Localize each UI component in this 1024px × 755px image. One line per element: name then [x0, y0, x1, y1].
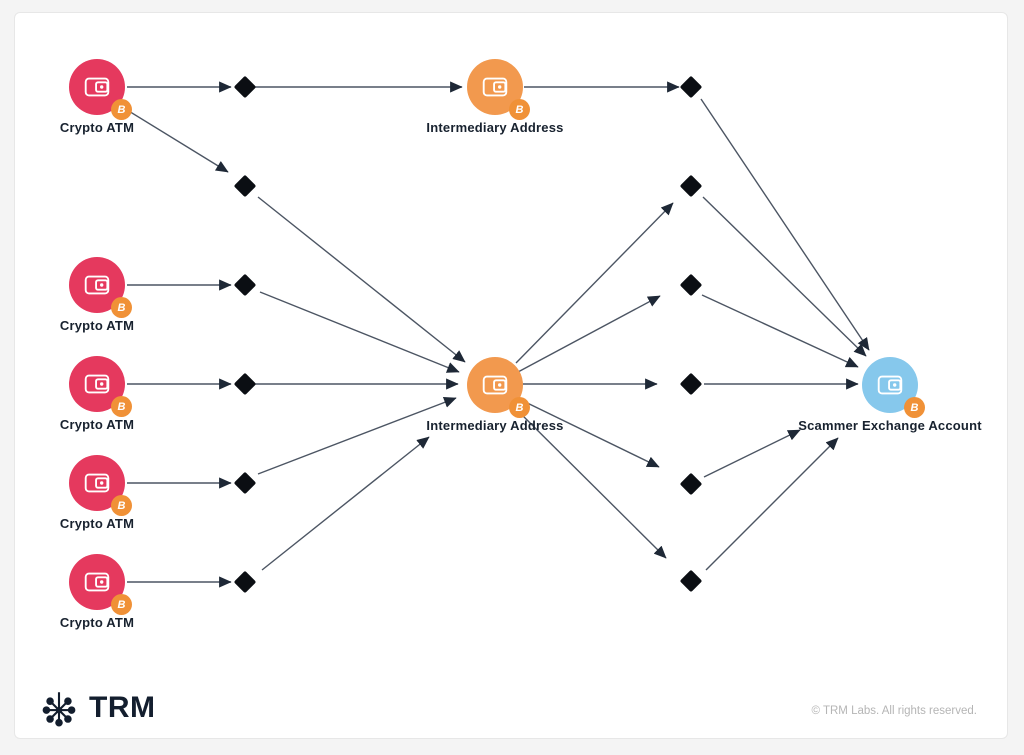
flow-edge	[261, 436, 430, 571]
bitcoin-badge: B	[111, 99, 132, 120]
bitcoin-badge: B	[111, 297, 132, 318]
crypto-atm-node[interactable]: B	[69, 554, 132, 615]
wallet-icon	[84, 374, 110, 394]
bitcoin-badge: B	[111, 396, 132, 417]
node-label: Crypto ATM	[59, 417, 135, 432]
bitcoin-badge: B	[904, 397, 925, 418]
wallet-icon	[84, 77, 110, 97]
trm-logo: TRM	[38, 687, 155, 729]
flow-edge	[259, 291, 460, 373]
wallet-icon	[482, 77, 508, 97]
flow-edge	[700, 98, 870, 351]
wallet-icon	[84, 572, 110, 592]
node-label: Scammer Exchange Account	[798, 418, 982, 433]
transaction-node[interactable]	[679, 372, 703, 396]
exchange-node[interactable]: B	[862, 357, 925, 418]
trm-logo-text: TRM	[89, 691, 156, 724]
transaction-node[interactable]	[233, 471, 257, 495]
flow-edge	[516, 397, 660, 468]
crypto-atm-node[interactable]: B	[69, 356, 132, 417]
bitcoin-badge: B	[509, 99, 530, 120]
intermediary-node[interactable]: B	[467, 357, 530, 418]
transaction-node[interactable]	[233, 174, 257, 198]
transaction-node[interactable]	[679, 174, 703, 198]
node-label: Intermediary Address	[426, 120, 564, 135]
flow-edge	[515, 202, 674, 364]
trm-logo-icon	[42, 692, 76, 727]
transaction-node[interactable]	[679, 75, 703, 99]
flow-edge	[705, 437, 839, 571]
bitcoin-badge: B	[111, 495, 132, 516]
transaction-node[interactable]	[679, 569, 703, 593]
copyright-text: © TRM Labs. All rights reserved.	[811, 705, 978, 717]
transaction-node[interactable]	[679, 273, 703, 297]
flow-edge	[512, 405, 667, 559]
wallet-icon	[877, 375, 903, 395]
bitcoin-badge: B	[111, 594, 132, 615]
flow-edge	[701, 294, 859, 368]
node-label: Crypto ATM	[59, 615, 135, 630]
flow-edge	[702, 196, 867, 357]
flow-edge	[257, 397, 457, 475]
transaction-node[interactable]	[233, 273, 257, 297]
node-label: Crypto ATM	[59, 318, 135, 333]
flow-edge	[517, 295, 661, 373]
crypto-atm-node[interactable]: B	[69, 257, 132, 318]
wallet-icon	[84, 275, 110, 295]
crypto-atm-node[interactable]: B	[69, 59, 132, 120]
flow-edge	[703, 429, 801, 478]
flow-edge	[257, 196, 466, 363]
wallet-icon	[84, 473, 110, 493]
intermediary-node[interactable]: B	[467, 59, 530, 120]
transaction-node[interactable]	[233, 372, 257, 396]
node-label: Intermediary Address	[426, 418, 564, 433]
node-label: Crypto ATM	[59, 120, 135, 135]
flow-edge	[118, 104, 229, 173]
transaction-node[interactable]	[233, 570, 257, 594]
crypto-atm-node[interactable]: B	[69, 455, 132, 516]
bitcoin-badge: B	[509, 397, 530, 418]
transaction-node[interactable]	[679, 472, 703, 496]
wallet-icon	[482, 375, 508, 395]
transaction-node[interactable]	[233, 75, 257, 99]
node-label: Crypto ATM	[59, 516, 135, 531]
